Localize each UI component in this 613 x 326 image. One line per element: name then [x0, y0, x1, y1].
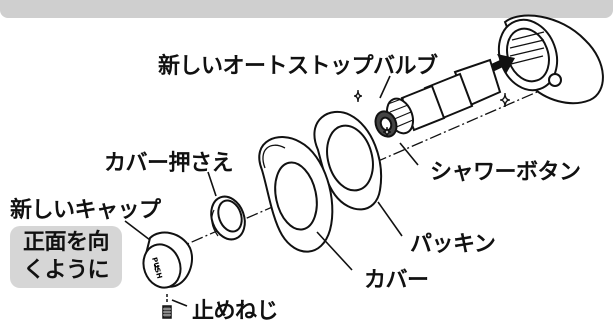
label-cover: カバー [364, 268, 429, 293]
sparkle-icons [353, 89, 511, 138]
label-packing: パッキン [410, 232, 496, 257]
label-cover-holder: カバー押さえ [104, 151, 234, 176]
wall-outlet [497, 14, 604, 105]
cover-holder-ring [210, 195, 246, 241]
note-line-2: くように [22, 258, 110, 283]
autostop-valve [374, 58, 502, 138]
orientation-note: 正面を向 くように [10, 226, 122, 288]
label-set-screw: 止めねじ [192, 299, 279, 324]
new-cap [142, 231, 194, 289]
cover-plate [258, 136, 334, 253]
label-shower-button: シャワーボタン [430, 160, 581, 185]
label-new-autostop-valve: 新しいオートストップバルブ [158, 54, 438, 79]
label-new-cap: 新しいキャップ [10, 198, 161, 223]
set-screw [162, 292, 172, 319]
packing-gasket [313, 110, 382, 211]
cap-arrow-marking: II [154, 264, 159, 272]
leader-lines [124, 75, 419, 307]
note-line-1: 正面を向 [22, 230, 110, 255]
top-banner-bar [0, 0, 613, 18]
